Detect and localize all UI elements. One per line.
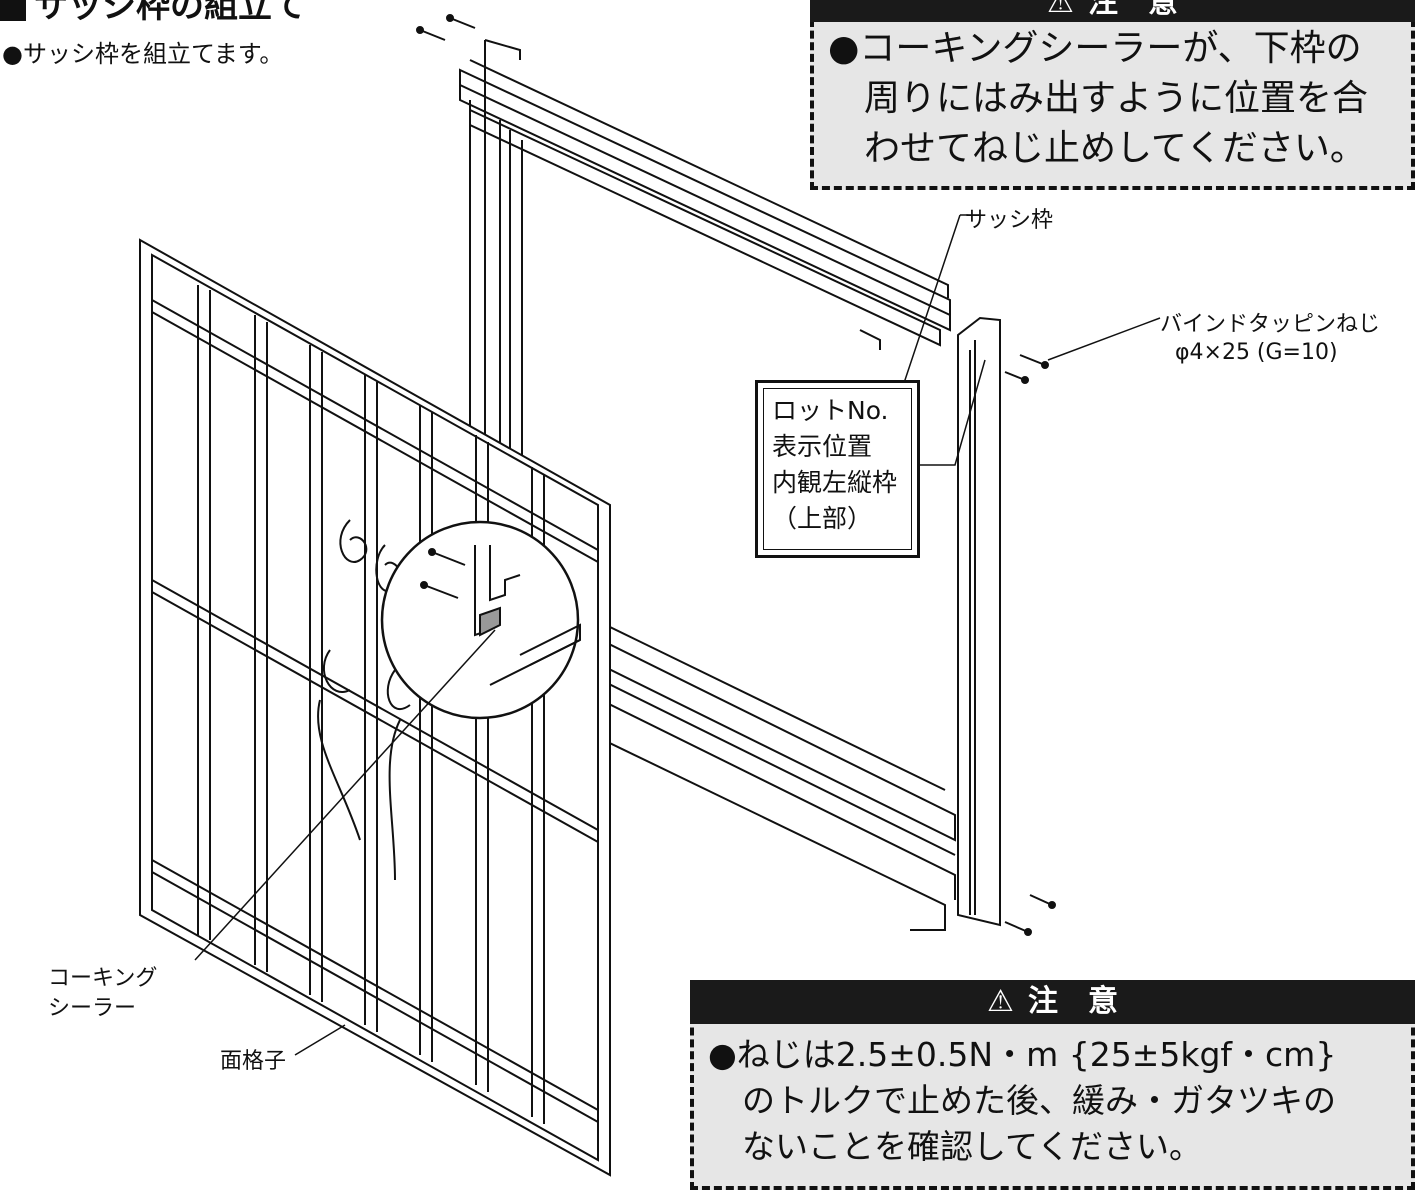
section-title-text: サッシ枠の組立て bbox=[34, 0, 306, 26]
sash-frame-top-rail bbox=[459, 59, 951, 350]
caution-header-text-top: 注 意 bbox=[1087, 0, 1178, 20]
detail-callout-content bbox=[420, 545, 581, 686]
grille-label: 面格子 bbox=[220, 1049, 287, 1074]
caution-top-line: わせてねじ止めしてください。 bbox=[864, 128, 1366, 169]
sash-frame-bottom-rail bbox=[499, 599, 956, 931]
screw-name-label: バインドタッピンねじ bbox=[1160, 312, 1381, 337]
caution-box-bottom: ⚠ 注 意 ●ねじは2.5±0.5N・m {25±5kgf・cm} のトルクで止め… bbox=[690, 980, 1415, 1190]
caution-top-line: 周りにはみ出すように位置を合 bbox=[864, 78, 1369, 119]
warning-triangle-icon: ⚠ bbox=[1047, 0, 1074, 20]
grille-frame bbox=[139, 238, 611, 1177]
lot-box-line: ロットNo. bbox=[772, 396, 889, 425]
caution-header-text-bottom: 注 意 bbox=[1027, 984, 1118, 1019]
caution-top-line: ●コーキングシーラーが、下枠の bbox=[828, 28, 1362, 69]
warning-triangle-icon: ⚠ bbox=[987, 984, 1014, 1019]
sash-frame-label: サッシ枠 bbox=[965, 208, 1054, 233]
sash-frame-right-stile bbox=[957, 316, 1001, 927]
caution-bottom-line: のトルクで止めた後、緩み・ガタツキの bbox=[742, 1081, 1336, 1120]
caution-header-bottom: ⚠ 注 意 bbox=[690, 980, 1415, 1024]
caution-header-top: ⚠ 注 意 bbox=[810, 0, 1415, 22]
screw-spec-label: φ4×25 (G=10) bbox=[1175, 340, 1338, 365]
section-title: サッシ枠の組立て bbox=[0, 0, 306, 27]
caution-box-top: ⚠ 注 意 ●コーキングシーラーが、下枠の 周りにはみ出すように位置を合 わせてね… bbox=[810, 0, 1415, 190]
caution-body-top: ●コーキングシーラーが、下枠の 周りにはみ出すように位置を合 わせてねじ止めして… bbox=[828, 24, 1401, 174]
caulking-label-line1: コーキング bbox=[48, 966, 158, 991]
lot-box-line: 内観左縦枠 bbox=[772, 468, 898, 497]
caution-body-bottom: ●ねじは2.5±0.5N・m {25±5kgf・cm} のトルクで止めた後、緩み… bbox=[708, 1032, 1401, 1170]
caution-bottom-line: ●ねじは2.5±0.5N・m {25±5kgf・cm} bbox=[708, 1035, 1337, 1074]
section-number-marker bbox=[0, 0, 26, 21]
caution-bottom-line: ないことを確認してください。 bbox=[742, 1127, 1203, 1166]
caulking-label-line2: シーラー bbox=[48, 996, 137, 1021]
lot-box-line: （上部） bbox=[772, 504, 873, 533]
lot-box-line: 表示位置 bbox=[772, 432, 873, 461]
section-subtitle: ●サッシ枠を組立てます。 bbox=[2, 40, 284, 68]
lot-number-location-box: ロットNo. 表示位置 内観左縦枠 （上部） bbox=[755, 380, 920, 558]
